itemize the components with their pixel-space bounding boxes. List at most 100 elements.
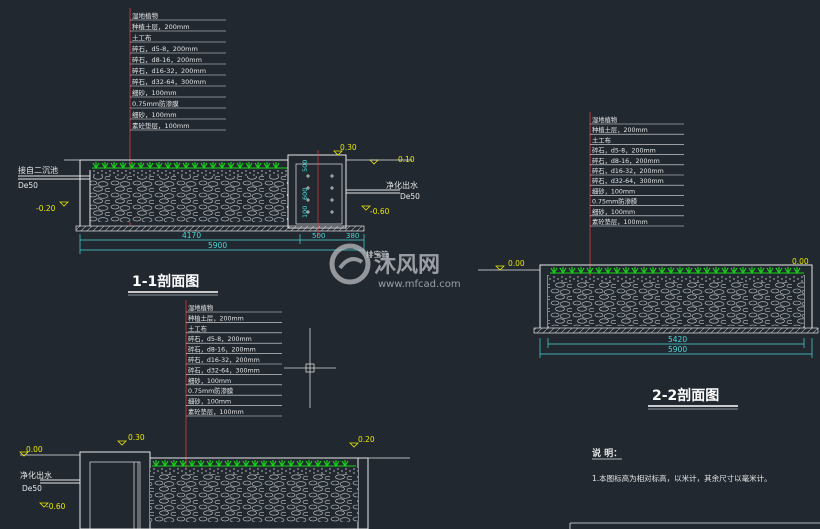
layer-label: 细砂，100mm bbox=[132, 110, 177, 119]
wetland-plant-icon bbox=[251, 460, 259, 468]
soil-layer bbox=[90, 170, 288, 176]
stack: 湿地植物种植土层，200mm土工布碎石，d5-8，200mm碎石，d8-16，2… bbox=[186, 303, 282, 417]
inlet-level: -0.20 bbox=[36, 204, 56, 213]
wetland-plant-icon bbox=[640, 267, 648, 275]
soil-layer bbox=[150, 468, 358, 474]
dim-value: 5900 bbox=[668, 345, 687, 354]
dim-value: 4170 bbox=[182, 231, 201, 240]
layer-label: 碎石，d16-32，200mm bbox=[592, 166, 664, 175]
perforation-mark-icon bbox=[306, 198, 310, 202]
gravel-layer bbox=[150, 474, 358, 522]
wetland-plant-icon bbox=[179, 460, 187, 468]
wetland-plant-icon bbox=[188, 460, 196, 468]
perforation-mark-icon bbox=[330, 198, 334, 202]
layer-label: 种植土层，200mm bbox=[592, 125, 648, 134]
wetland-plant-icon bbox=[586, 267, 594, 275]
wetland-plant-icon bbox=[649, 267, 657, 275]
layer-label: 湿地植物 bbox=[592, 115, 617, 124]
notes-block: 说 明： 1.本图标高为相对标高，以米计，其余尺寸以毫米计。 bbox=[569, 447, 820, 529]
concrete-base bbox=[75, 225, 365, 232]
inlet-pipe-size: De50 bbox=[18, 181, 38, 190]
level-marker-icon bbox=[19, 451, 29, 457]
wetland-plant-icon bbox=[775, 267, 783, 275]
outlet-level: -0.60 bbox=[370, 207, 390, 216]
watermark-logo-icon bbox=[338, 257, 364, 270]
wetland-plant-icon bbox=[101, 162, 109, 170]
level-marker-icon bbox=[59, 201, 69, 207]
wetland-plant-icon bbox=[332, 460, 340, 468]
layer-label: 种植土层，200mm bbox=[132, 22, 190, 31]
wetland-plant-icon bbox=[215, 460, 223, 468]
wetland-plant-icon bbox=[197, 460, 205, 468]
gravel-layer bbox=[90, 176, 288, 222]
wetland-plant-icon bbox=[242, 460, 250, 468]
perforation-mark-icon bbox=[306, 210, 310, 214]
layer-label: 细砂，100mm bbox=[188, 397, 231, 406]
layer-label-stack-3: 湿地植物种植土层，200mm土工布碎石，d5-8，200mm碎石，d8-16，2… bbox=[185, 300, 282, 520]
wetland-plant-icon bbox=[757, 267, 765, 275]
level-marker-icon bbox=[39, 502, 49, 508]
layer-label: 碎石，d32-64，300mm bbox=[592, 176, 664, 185]
well-level: 0.30 bbox=[128, 433, 145, 442]
dimension-lines-2-2: 5420 5900 bbox=[539, 335, 813, 358]
watermark-logo-icon bbox=[329, 243, 371, 285]
wetland-plant-icon bbox=[182, 162, 190, 170]
wetland-plant-icon bbox=[748, 267, 756, 275]
layer-label: 碎石，d8-16，200mm bbox=[592, 156, 660, 165]
layer-label-stack-2-2: 湿地植物种植土层，200mm土工布碎石，d5-8，200mm碎石，d8-16，2… bbox=[589, 112, 684, 278]
dim-value: 5420 bbox=[668, 335, 687, 344]
layer-label: 湿地植物 bbox=[188, 303, 213, 312]
wetland-plant-icon bbox=[272, 162, 280, 170]
layer-label: 土工布 bbox=[592, 135, 611, 144]
perforation-dots bbox=[306, 174, 334, 214]
layer-label: 湿地植物 bbox=[132, 11, 159, 20]
layer-label: 碎石，d32-64，300mm bbox=[188, 365, 260, 374]
outlet-well bbox=[287, 154, 347, 229]
well-dim: 500 bbox=[301, 160, 309, 172]
dimension-lines-1-1: 4170 5900 500 380 bbox=[79, 231, 365, 254]
wetland-plant-icon bbox=[296, 460, 304, 468]
layer-label: 碎石，d5-8，200mm bbox=[132, 44, 198, 53]
level-marker-icon bbox=[495, 265, 505, 271]
layer-label: 素砼垫层，100mm bbox=[188, 407, 244, 416]
perforation-mark-icon bbox=[306, 174, 310, 178]
wetland-plant-icon bbox=[323, 460, 331, 468]
plant-row bbox=[92, 162, 288, 170]
wetland-plant-icon bbox=[155, 162, 163, 170]
layer-label: 0.75mm防渗膜 bbox=[188, 386, 234, 395]
wetland-plant-icon bbox=[173, 162, 181, 170]
wetland-plant-icon bbox=[260, 460, 268, 468]
layer-label: 碎石，d16-32，200mm bbox=[188, 355, 260, 364]
layer-label: 素砼垫层，100mm bbox=[132, 121, 190, 130]
wetland-plant-icon bbox=[305, 460, 313, 468]
outlet-label: 净化出水 bbox=[20, 470, 52, 480]
wetland-plant-icon bbox=[341, 460, 349, 468]
wetland-plant-icon bbox=[146, 162, 154, 170]
wetland-plant-icon bbox=[152, 460, 160, 468]
well-dim: 100 bbox=[301, 206, 309, 218]
wetland-plant-icon bbox=[206, 460, 214, 468]
wetland-plant-icon bbox=[595, 267, 603, 275]
wetland-plant-icon bbox=[269, 460, 277, 468]
layer-label: 素砼垫层，100mm bbox=[592, 217, 648, 226]
wetland-plant-icon bbox=[667, 267, 675, 275]
outlet-pipe-size: De50 bbox=[22, 484, 42, 493]
wetland-plant-icon bbox=[218, 162, 226, 170]
right-level: 0.20 bbox=[358, 435, 375, 444]
section-title: 1-1剖面图 bbox=[132, 273, 199, 290]
wetland-plant-icon bbox=[622, 267, 630, 275]
wetland-plant-icon bbox=[314, 460, 322, 468]
layer-label: 细砂，100mm bbox=[188, 376, 231, 385]
wetland-plant-icon bbox=[236, 162, 244, 170]
wetland-plant-icon bbox=[694, 267, 702, 275]
section-1-1: 湿地植物种植土层，200mm土工布碎石，d5-8，200mm碎石，d8-16，2… bbox=[18, 8, 420, 296]
layer-label: 细砂，100mm bbox=[592, 207, 635, 216]
layer-label-stack-1-1: 湿地植物种植土层，200mm土工布碎石，d5-8，200mm碎石，d8-16，2… bbox=[129, 8, 226, 232]
wetland-plant-icon bbox=[110, 162, 118, 170]
level-marker-icon bbox=[369, 159, 379, 165]
layer-label: 0.75mm防渗膜 bbox=[132, 99, 179, 108]
wetland-plant-icon bbox=[793, 267, 801, 275]
outlet-label: 净化出水 bbox=[386, 180, 418, 190]
wetland-plant-icon bbox=[263, 162, 271, 170]
wetland-plant-icon bbox=[170, 460, 178, 468]
